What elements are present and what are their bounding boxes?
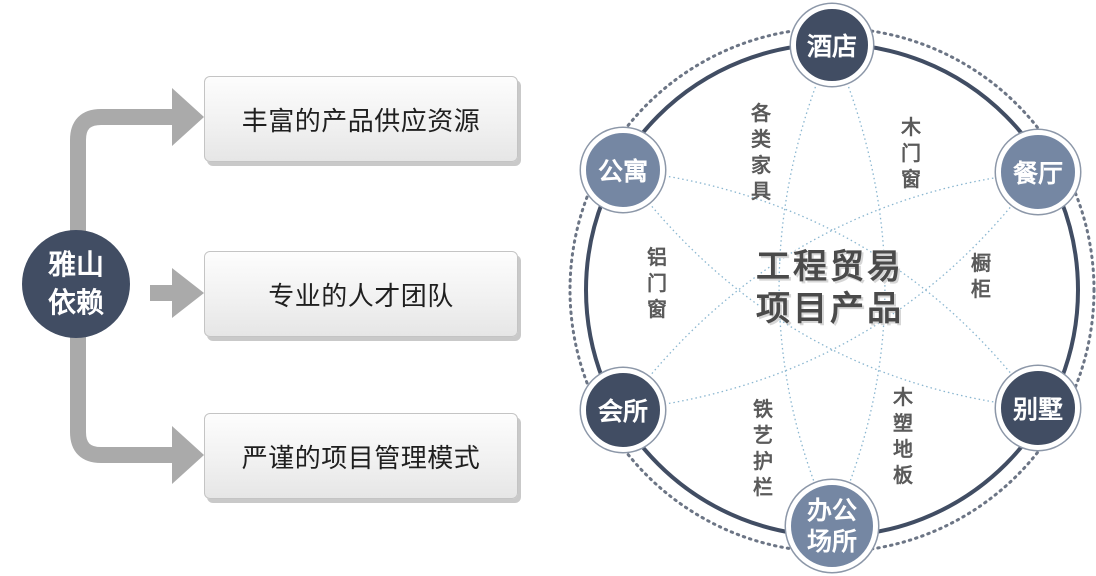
arrow-shaft-top: [70, 109, 174, 250]
center-title-line2: 项目产品: [756, 289, 904, 329]
hub-label-line2: 依赖: [47, 286, 104, 319]
feature-label: 丰富的产品供应资源: [241, 106, 481, 137]
feature-label: 专业的人才团队: [268, 281, 454, 312]
center-title-line1: 工程贸易: [756, 247, 904, 287]
node-apartment: 公寓: [581, 128, 665, 212]
product-label-wpc-flooring: 木塑地板: [893, 385, 913, 487]
node-villa: 别墅: [996, 366, 1080, 450]
arrowhead-top: [172, 88, 204, 146]
arrowhead-middle: [172, 268, 204, 318]
hub-circle: 雅山 依赖: [22, 230, 130, 338]
arrows: [70, 109, 174, 463]
node-clubhouse: 会所: [581, 368, 665, 452]
feature-box-product-supply: 丰富的产品供应资源: [204, 76, 518, 162]
feature-box-project-management: 严谨的项目管理模式: [204, 413, 518, 499]
product-label-cabinets: 橱柜: [971, 251, 991, 301]
product-label-aluminum-windows: 铝门窗: [647, 245, 667, 321]
product-label-iron-railing: 铁艺护栏: [753, 397, 773, 499]
arrow-shaft-bottom: [70, 335, 174, 463]
arrowheads: [172, 88, 204, 484]
node-office-space: 办公 场所: [786, 480, 878, 572]
arrowhead-bottom: [172, 426, 204, 484]
hub-label-line1: 雅山: [47, 248, 104, 281]
product-label-wooden-doors-windows: 木门窗: [901, 115, 921, 191]
feature-label: 严谨的项目管理模式: [241, 443, 481, 474]
product-label-furniture: 各类家具: [751, 101, 771, 203]
node-restaurant: 餐厅: [996, 130, 1080, 214]
feature-box-talent-team: 专业的人才团队: [204, 251, 518, 337]
node-hotel: 酒店: [791, 4, 873, 86]
wheel-center-title: 工程贸易 项目产品: [720, 246, 940, 330]
